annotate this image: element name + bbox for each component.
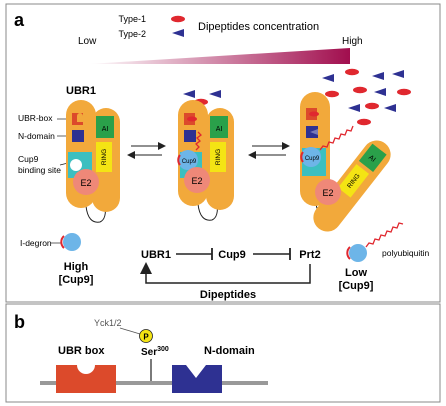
ubr1-right-lobe-tilted: AI RING — [313, 140, 391, 232]
ubr1-complex-partially-bound: AI RING Cup9 E2 — [177, 90, 234, 221]
low-cup9-label-1: Low — [345, 267, 367, 279]
i-degron — [300, 151, 304, 163]
panel-b-label: b — [14, 312, 25, 332]
pathway-cup9: Cup9 — [218, 249, 246, 261]
i-degron — [177, 154, 181, 166]
dipeptide-type2 — [348, 104, 360, 112]
type1-legend-label: Type-1 — [118, 14, 146, 24]
dipeptide-type2 — [392, 70, 404, 78]
ubr-box-domain-block — [56, 365, 116, 393]
e2-enzyme — [184, 167, 210, 193]
dipeptide-type2 — [183, 90, 195, 98]
i-degron — [346, 246, 351, 260]
dipeptide-type1 — [187, 116, 197, 122]
dipeptide-type1 — [397, 88, 411, 96]
n-domain — [306, 126, 318, 138]
dipeptide-type2 — [322, 74, 334, 82]
ubiquitin-chain — [319, 125, 354, 151]
polyubiquitin-chain — [365, 222, 404, 248]
ser-residue-text: Ser — [141, 347, 157, 358]
cup9-label: Cup9 — [305, 156, 320, 162]
ai-label: AI — [102, 126, 109, 133]
dipeptide-type1 — [353, 86, 367, 94]
type1-dipeptide-legend-icon — [171, 15, 185, 23]
ring-label: RING — [215, 149, 222, 165]
gradient-high-label: High — [342, 36, 363, 47]
phosphate-label: P — [143, 333, 149, 342]
ser-label: Ser300 — [141, 346, 169, 358]
i-degron — [60, 235, 65, 249]
ser-residue-number: 300 — [157, 346, 169, 353]
ring-domain — [210, 142, 226, 172]
ubr1-complex-activated: Cup9 AI RING E2 — [300, 68, 411, 232]
panel-a-label: a — [14, 10, 25, 30]
dipeptides-concentration-title: Dipeptides concentration — [198, 21, 319, 33]
cup9-label: Cup9 — [182, 159, 197, 165]
phosphate-icon — [139, 329, 153, 343]
n-domain-label-b: N-domain — [204, 345, 255, 357]
cup9-ubiquitinated-protein — [349, 244, 367, 262]
pathway-ubr1: UBR1 — [141, 249, 171, 261]
dipeptide-type2 — [384, 104, 396, 112]
kinase-pointer — [119, 327, 141, 335]
dipeptide-cluster — [322, 68, 411, 126]
polyubiquitin-label: polyubiquitin — [382, 248, 430, 258]
cup9-protein — [178, 150, 198, 170]
dipeptide-type2 — [209, 90, 221, 98]
cup9-free-protein — [63, 233, 81, 251]
kinase-label: Yck1/2 — [94, 318, 122, 328]
prt2-feedback-loop — [140, 262, 311, 284]
ai-domain — [96, 116, 114, 138]
ai-domain — [210, 116, 228, 138]
cup9-binding-site-label-1: Cup9 — [18, 154, 39, 164]
gradient-low-label: Low — [78, 36, 97, 47]
low-cup9-label-2: [Cup9] — [339, 280, 374, 292]
e2-label: E2 — [191, 176, 202, 186]
ubiquitin-chain — [195, 131, 202, 151]
high-cup9-label-2: [Cup9] — [59, 274, 94, 286]
dipeptide-type2 — [372, 72, 384, 80]
high-cup9-label-1: High — [64, 261, 89, 273]
ai-label: AI — [367, 154, 377, 164]
ubr-box-domain-label: UBR-box — [18, 113, 53, 123]
e2-label: E2 — [322, 188, 333, 198]
n-domain — [72, 130, 84, 142]
cup9-binding-site-label-2: binding site — [18, 165, 61, 175]
pathway-dipeptides: Dipeptides — [200, 289, 256, 301]
panel-a-frame — [5, 3, 441, 303]
dipeptide-type1 — [345, 68, 359, 76]
dipeptide-type1 — [357, 118, 371, 126]
ai-label: AI — [216, 126, 223, 133]
concentration-gradient-wedge — [88, 48, 350, 64]
panel-b-frame — [5, 303, 441, 403]
e2-label: E2 — [80, 178, 91, 188]
type2-legend-label: Type-2 — [118, 29, 146, 39]
n-domain-block — [172, 365, 222, 393]
cup9-protein — [301, 147, 321, 167]
dipeptide-type1 — [325, 90, 339, 98]
ubr1-title: UBR1 — [66, 85, 96, 97]
e2-enzyme — [73, 169, 99, 195]
cup9-site-pocket — [70, 159, 82, 171]
e2-enzyme — [315, 179, 341, 205]
dipeptide-type2 — [310, 129, 318, 135]
ring-domain — [96, 142, 112, 172]
i-degron-label: I-degron — [20, 238, 52, 248]
ai-domain — [358, 143, 387, 173]
regulatory-pathway: UBR1 Cup9 Prt2 Dipeptides — [140, 248, 321, 301]
dipeptide-type2 — [374, 88, 386, 96]
n-domain — [184, 130, 196, 142]
ring-label: RING — [101, 149, 108, 165]
dipeptide-type1 — [309, 111, 319, 117]
ring-domain — [337, 164, 370, 198]
n-domain-label: N-domain — [18, 131, 55, 141]
pathway-prt2: Prt2 — [299, 249, 320, 261]
ubr-box-notch — [77, 113, 83, 122]
ubr-box-label: UBR box — [58, 345, 105, 357]
dipeptide-type1 — [365, 102, 379, 110]
type2-dipeptide-legend-icon — [172, 29, 184, 37]
ubr1-complex-unbound: AI RING E2 — [66, 100, 120, 223]
